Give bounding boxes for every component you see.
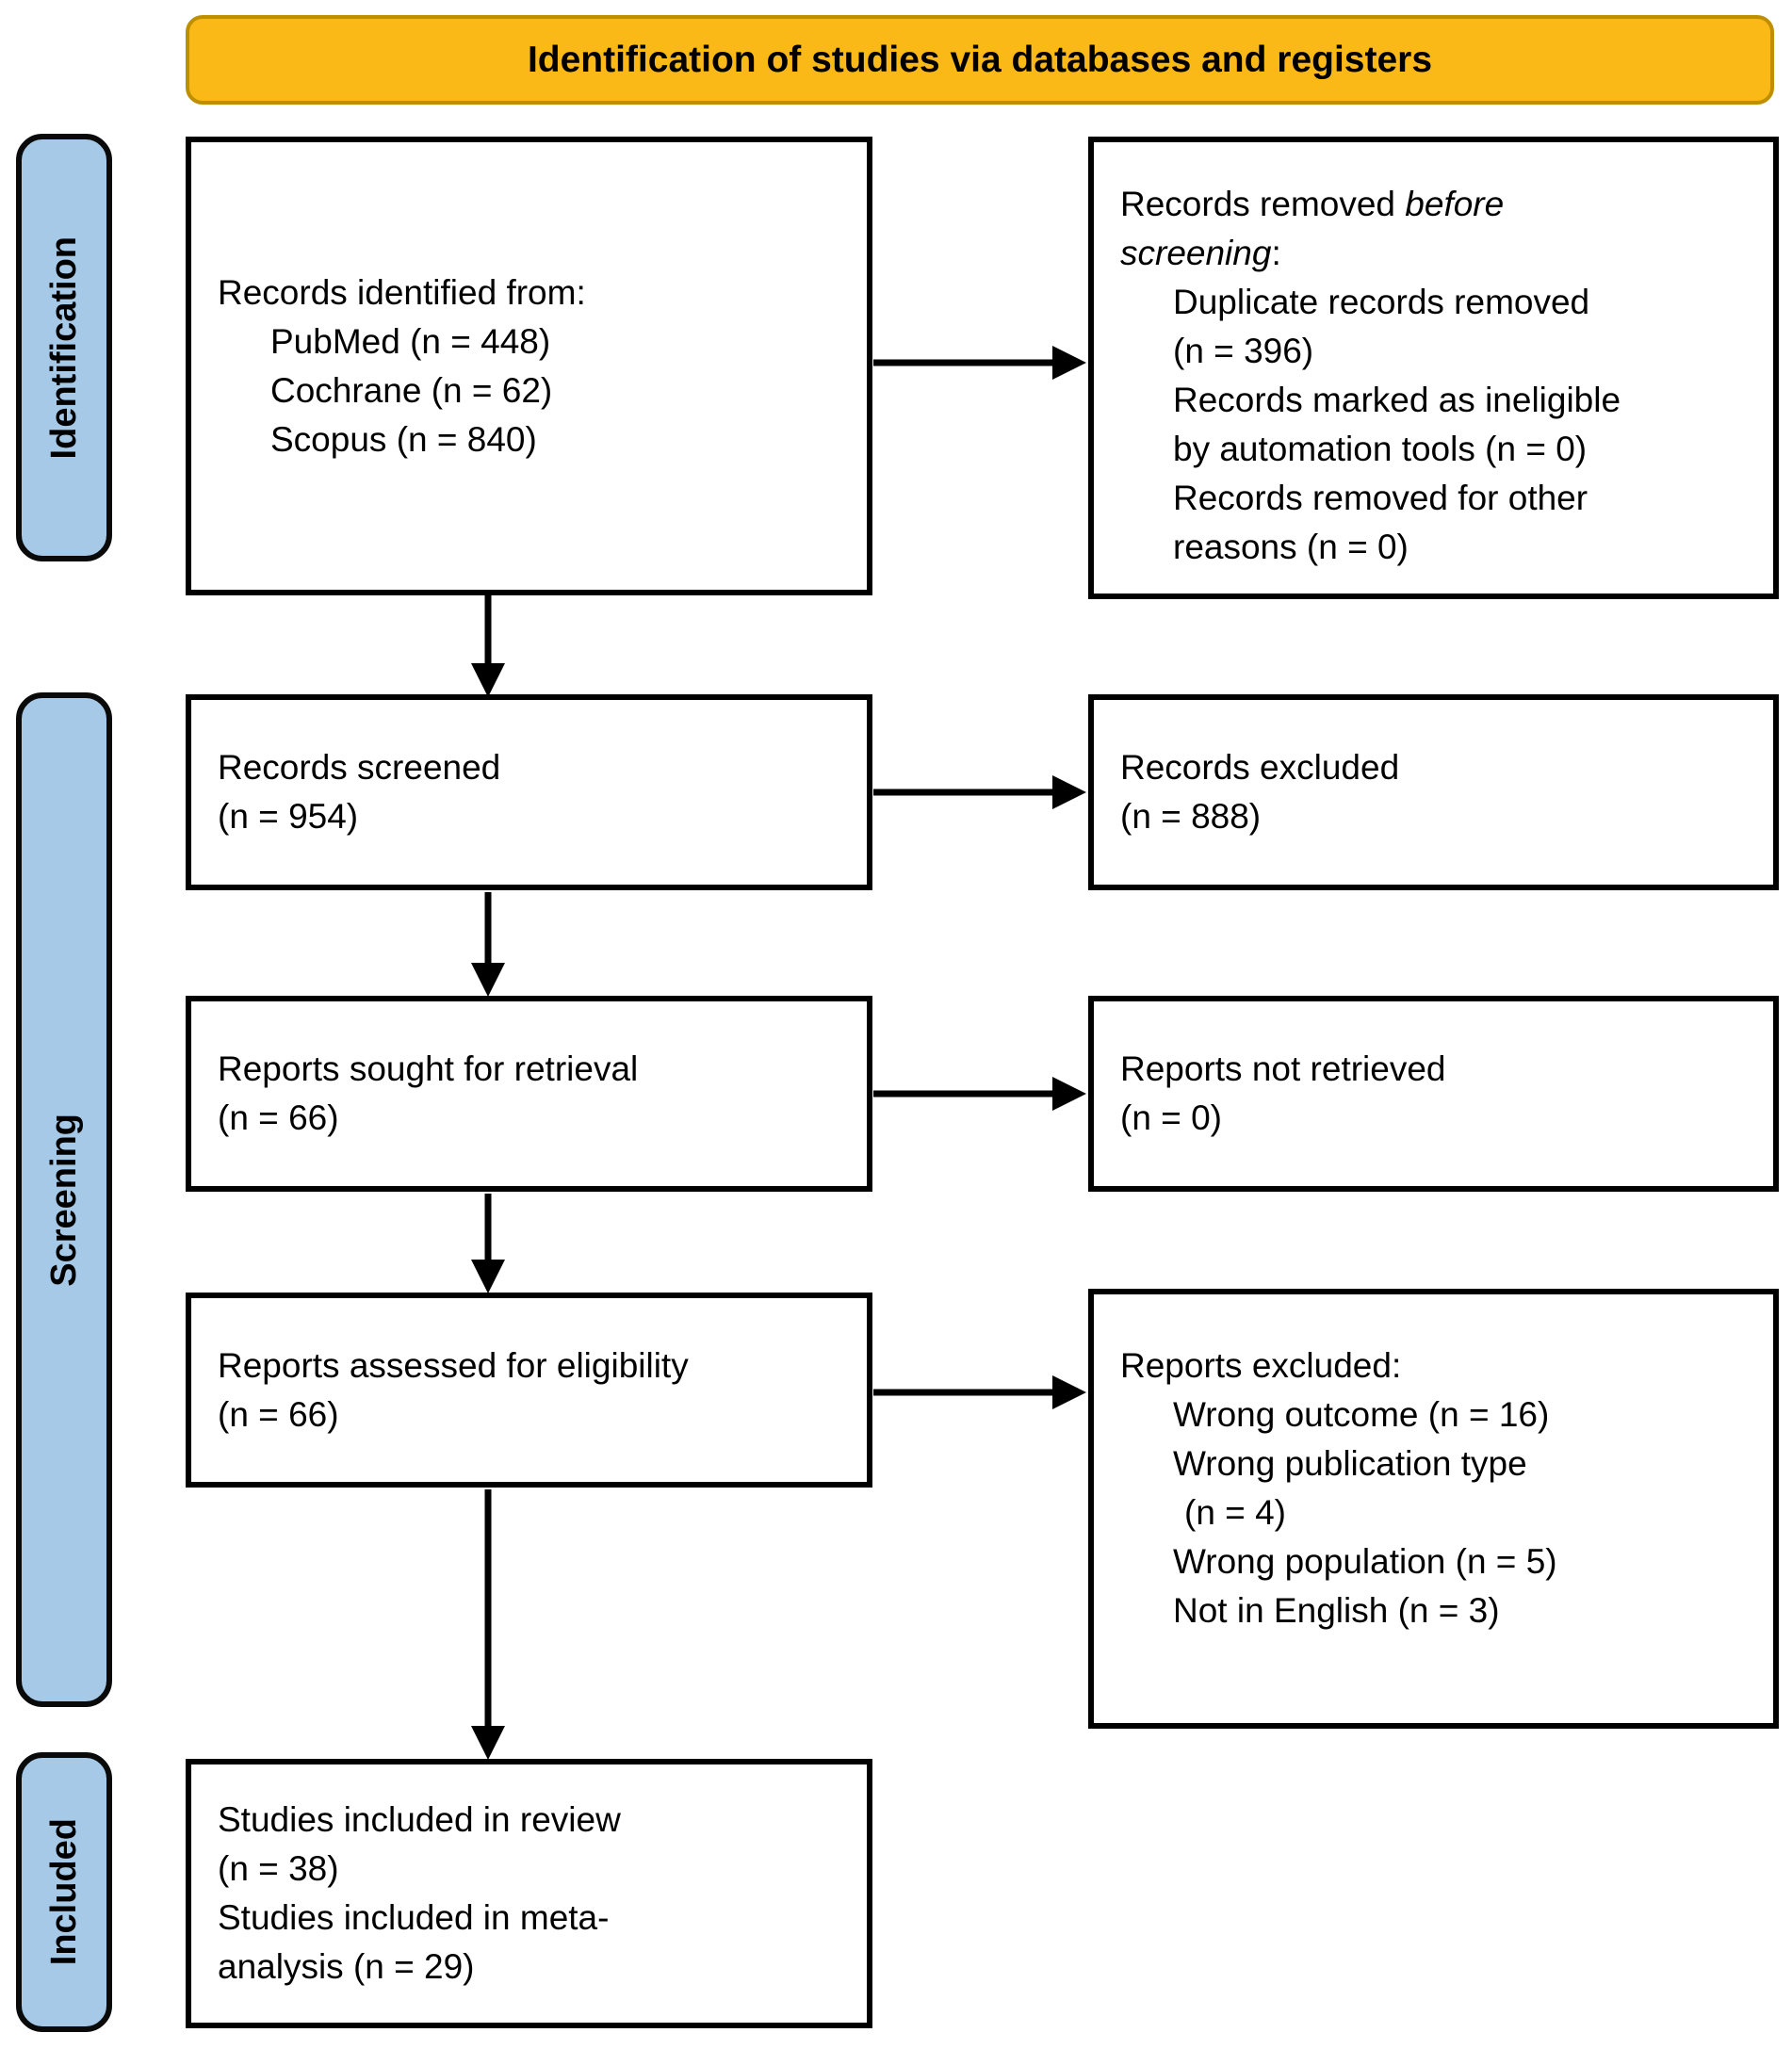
box-line: Duplicate records removed xyxy=(1173,283,1590,321)
box-line: (n = 66) xyxy=(218,1394,339,1434)
arrow-screened-to-sought xyxy=(471,892,505,997)
box-reports-assessed: Reports assessed for eligibility (n = 66… xyxy=(186,1293,872,1488)
box-records-screened: Records screened (n = 954) xyxy=(186,694,872,890)
box-line: Studies included in review xyxy=(218,1800,621,1839)
box-line: Scopus (n = 840) xyxy=(270,419,537,459)
box-line: Wrong population (n = 5) xyxy=(1173,1542,1557,1581)
box-line: Records identified from: xyxy=(218,272,586,312)
stage-identification: Identification xyxy=(16,134,112,561)
box-line: PubMed (n = 448) xyxy=(270,321,551,361)
arrow-assessed-to-reports-excluded xyxy=(873,1375,1086,1409)
arrow-identified-to-removed xyxy=(873,346,1086,380)
box-line: Records excluded xyxy=(1120,748,1400,787)
box-line: Wrong publication type xyxy=(1173,1444,1527,1483)
box-line: Records screened xyxy=(218,748,501,787)
box-studies-included: Studies included in review (n = 38) Stud… xyxy=(186,1759,872,2028)
box-line: Records removed for other xyxy=(1173,479,1588,517)
box-line: (n = 38) xyxy=(218,1849,339,1888)
stage-included-label: Included xyxy=(43,1818,84,1966)
box-line: Cochrane (n = 62) xyxy=(270,370,553,410)
box-line: (n = 888) xyxy=(1120,797,1262,836)
box-line: (n = 66) xyxy=(218,1098,339,1137)
box-line: analysis (n = 29) xyxy=(218,1947,475,1986)
box-line: reasons (n = 0) xyxy=(1173,528,1409,566)
box-line: Records marked as ineligible xyxy=(1173,381,1621,419)
arrow-identified-to-screened xyxy=(471,595,505,697)
box-line: (n = 954) xyxy=(218,797,359,836)
arrow-sought-to-assessed xyxy=(471,1194,505,1293)
box-line: (n = 396) xyxy=(1173,332,1314,370)
box-line: Reports assessed for eligibility xyxy=(218,1345,689,1385)
stage-screening-label: Screening xyxy=(43,1113,84,1287)
box-records-removed: Records removed before screening: Duplic… xyxy=(1088,137,1779,599)
box-line: (n = 4) xyxy=(1184,1493,1286,1532)
box-records-excluded: Records excluded (n = 888) xyxy=(1088,694,1779,890)
box-records-identified: Records identified from: PubMed (n = 448… xyxy=(186,137,872,595)
box-line: by automation tools (n = 0) xyxy=(1173,430,1588,468)
stage-identification-label: Identification xyxy=(43,236,84,460)
stage-screening: Screening xyxy=(16,692,112,1707)
flow-title-banner: Identification of studies via databases … xyxy=(186,15,1774,105)
box-reports-sought: Reports sought for retrieval (n = 66) xyxy=(186,996,872,1192)
box-line: Wrong outcome (n = 16) xyxy=(1173,1395,1550,1434)
box-line: screening: xyxy=(1120,234,1281,272)
box-line: Records removed before xyxy=(1120,185,1505,223)
arrow-screened-to-excluded xyxy=(873,775,1086,809)
box-line: Not in English (n = 3) xyxy=(1173,1591,1500,1630)
arrow-assessed-to-included xyxy=(471,1489,505,1760)
box-line: Reports not retrieved xyxy=(1120,1049,1446,1088)
flow-title: Identification of studies via databases … xyxy=(527,39,1433,80)
box-line: Studies included in meta- xyxy=(218,1898,610,1937)
box-reports-excluded: Reports excluded: Wrong outcome (n = 16)… xyxy=(1088,1289,1779,1729)
arrow-sought-to-not-retrieved xyxy=(873,1077,1086,1111)
box-line: Reports sought for retrieval xyxy=(218,1049,639,1088)
stage-included: Included xyxy=(16,1752,112,2032)
box-line: Reports excluded: xyxy=(1120,1346,1402,1385)
box-line: (n = 0) xyxy=(1120,1098,1222,1137)
box-reports-not-retrieved: Reports not retrieved (n = 0) xyxy=(1088,996,1779,1192)
